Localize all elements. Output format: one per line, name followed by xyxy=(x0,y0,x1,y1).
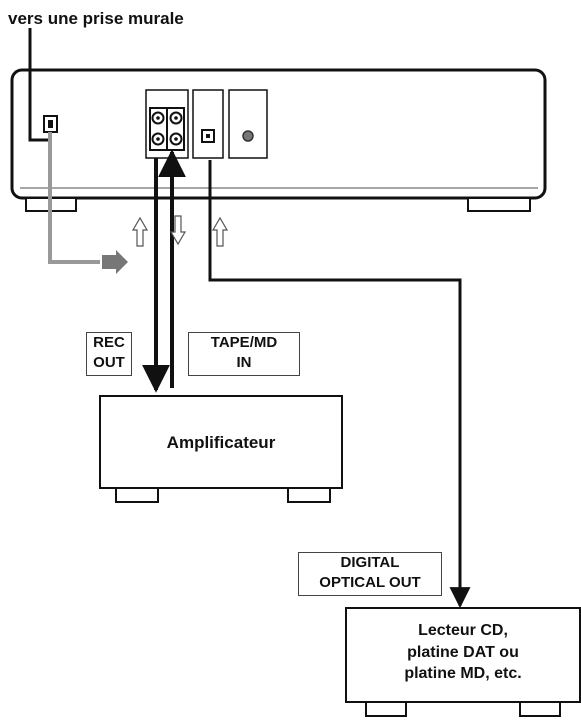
power-direction-arrow xyxy=(102,250,128,274)
main-unit xyxy=(10,68,547,212)
main-unit-foot-right xyxy=(467,197,531,212)
power-cord-routing-line xyxy=(48,132,100,264)
rca-jacks xyxy=(149,107,185,151)
power-cord xyxy=(28,28,128,274)
source-device xyxy=(345,607,581,717)
amplifier-device xyxy=(99,395,343,503)
optical-cable xyxy=(208,160,471,609)
optical-jack-panel xyxy=(192,89,224,159)
rear-panel-sections xyxy=(145,89,268,159)
source-device-foot-left xyxy=(365,701,407,717)
down-arrow-tape xyxy=(169,215,187,246)
source-device-foot-right xyxy=(519,701,561,717)
up-arrow-rec xyxy=(131,216,149,247)
digital-optical-out-label: DIGITAL OPTICAL OUT xyxy=(298,552,442,596)
amplifier-foot-right xyxy=(287,487,331,503)
rec-out-label: REC OUT xyxy=(86,332,132,376)
tape-md-in-label: TAPE/MD IN xyxy=(188,332,300,376)
wall-outlet-label: vers une prise murale xyxy=(8,9,184,28)
ground-panel xyxy=(228,89,268,159)
signal-direction-arrows xyxy=(131,215,229,247)
source-device-label: Lecteur CD, platine DAT ou platine MD, e… xyxy=(404,622,522,683)
up-arrow-optical xyxy=(211,216,229,247)
signal-cables xyxy=(142,149,471,609)
ground-screw xyxy=(242,130,254,142)
amplifier-label: Amplificateur xyxy=(166,433,276,452)
amplifier-foot-left xyxy=(115,487,159,503)
